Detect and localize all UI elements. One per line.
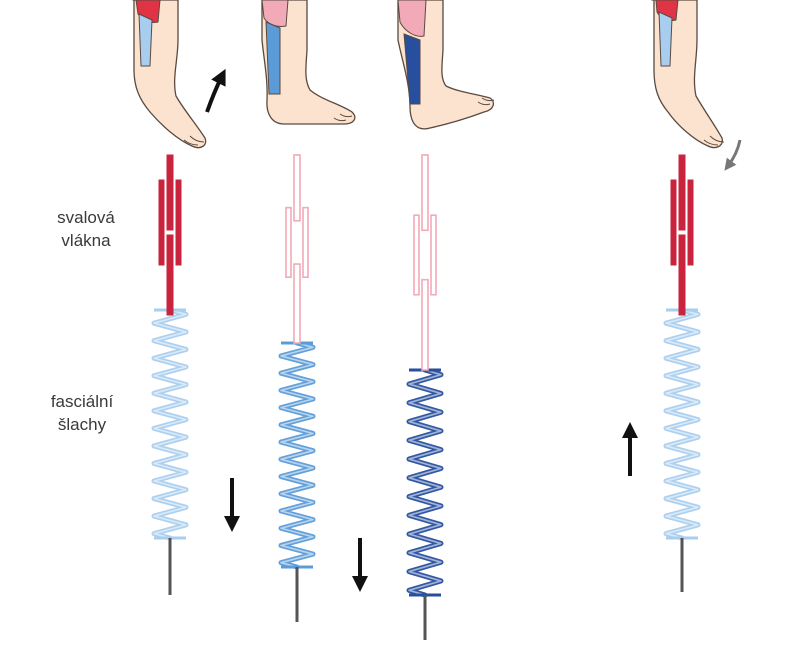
muscle-fibers-2	[285, 154, 309, 344]
myofibril	[430, 214, 437, 296]
spring-highlight	[280, 342, 314, 568]
leg-1	[132, 0, 226, 149]
leg-2-achilles-tendon	[265, 21, 281, 95]
myofibril	[166, 154, 174, 206]
label-tendon-line1: fasciální	[50, 392, 114, 411]
myofibril	[678, 204, 686, 231]
myofibril	[293, 154, 301, 222]
leg-4	[651, 0, 742, 171]
unit-toe-off	[151, 154, 189, 595]
spring-highlight	[153, 309, 187, 539]
myofibril	[678, 154, 686, 206]
fascial-tendon-spring-4	[663, 307, 701, 541]
leg-3-calf-muscle	[397, 0, 427, 37]
myofibril	[158, 179, 165, 266]
spring-highlight	[408, 369, 442, 596]
muscle-fibers-3	[413, 154, 437, 371]
label-muscle-fibers: svalová vlákna	[36, 206, 136, 252]
muscle-fibers-1	[158, 154, 182, 316]
myofibril	[285, 206, 292, 278]
myofibril	[302, 206, 309, 278]
leg-4-swing-arrow	[724, 139, 742, 171]
leg-2-toes	[333, 113, 353, 122]
muscle-tendon-units	[151, 154, 701, 640]
legs-group	[132, 0, 742, 171]
muscle-fibers-4	[670, 154, 694, 316]
fascial-tendon-spring-2	[278, 340, 316, 570]
myofibril	[678, 234, 686, 316]
leg-4-toes	[703, 135, 725, 146]
fascial-tendon-spring-3	[406, 367, 444, 598]
myofibril	[670, 179, 677, 266]
leg-3-achilles-tendon	[403, 33, 421, 105]
myofibril	[687, 179, 694, 266]
leg-1-lift-arrow	[205, 68, 226, 113]
label-fascial-tendons: fasciální šlachy	[32, 390, 132, 436]
unit-push	[406, 154, 444, 640]
motion-arrows	[224, 422, 638, 592]
label-tendon-line2: šlachy	[57, 415, 107, 434]
leg-2	[261, 0, 356, 125]
myofibril	[166, 204, 174, 231]
leg-3	[397, 0, 495, 130]
myofibril	[166, 234, 174, 316]
spring-highlight	[665, 309, 699, 539]
myofibril	[421, 154, 429, 232]
leg-1-toes	[183, 135, 205, 146]
leg-3-toes	[477, 97, 495, 106]
leg-1-achilles-tendon	[138, 13, 153, 67]
leg-2-skin	[261, 0, 356, 125]
myofibril	[175, 179, 182, 266]
unit-recoil	[663, 154, 701, 592]
unit-stance	[278, 154, 316, 622]
myofibril	[413, 214, 420, 296]
leg-4-achilles-tendon	[658, 11, 673, 67]
myofibril	[421, 278, 429, 371]
myofibril	[293, 263, 301, 344]
fascial-tendon-spring-1	[151, 307, 189, 541]
label-muscle-line1: svalová	[57, 208, 115, 227]
label-muscle-line2: vlákna	[61, 231, 111, 250]
